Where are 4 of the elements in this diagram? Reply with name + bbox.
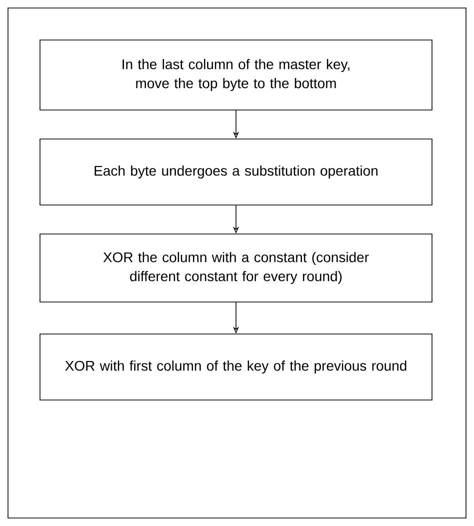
process-box: In the last column of the master key, move the top byte to the bottom bbox=[40, 40, 432, 110]
process-box: Each byte undergoes a substitution operation bbox=[40, 138, 432, 206]
process-box: XOR the column with a constant (consider different constant for every round) bbox=[40, 234, 432, 302]
process-box: XOR with first column of the key of the previous round bbox=[40, 334, 432, 400]
